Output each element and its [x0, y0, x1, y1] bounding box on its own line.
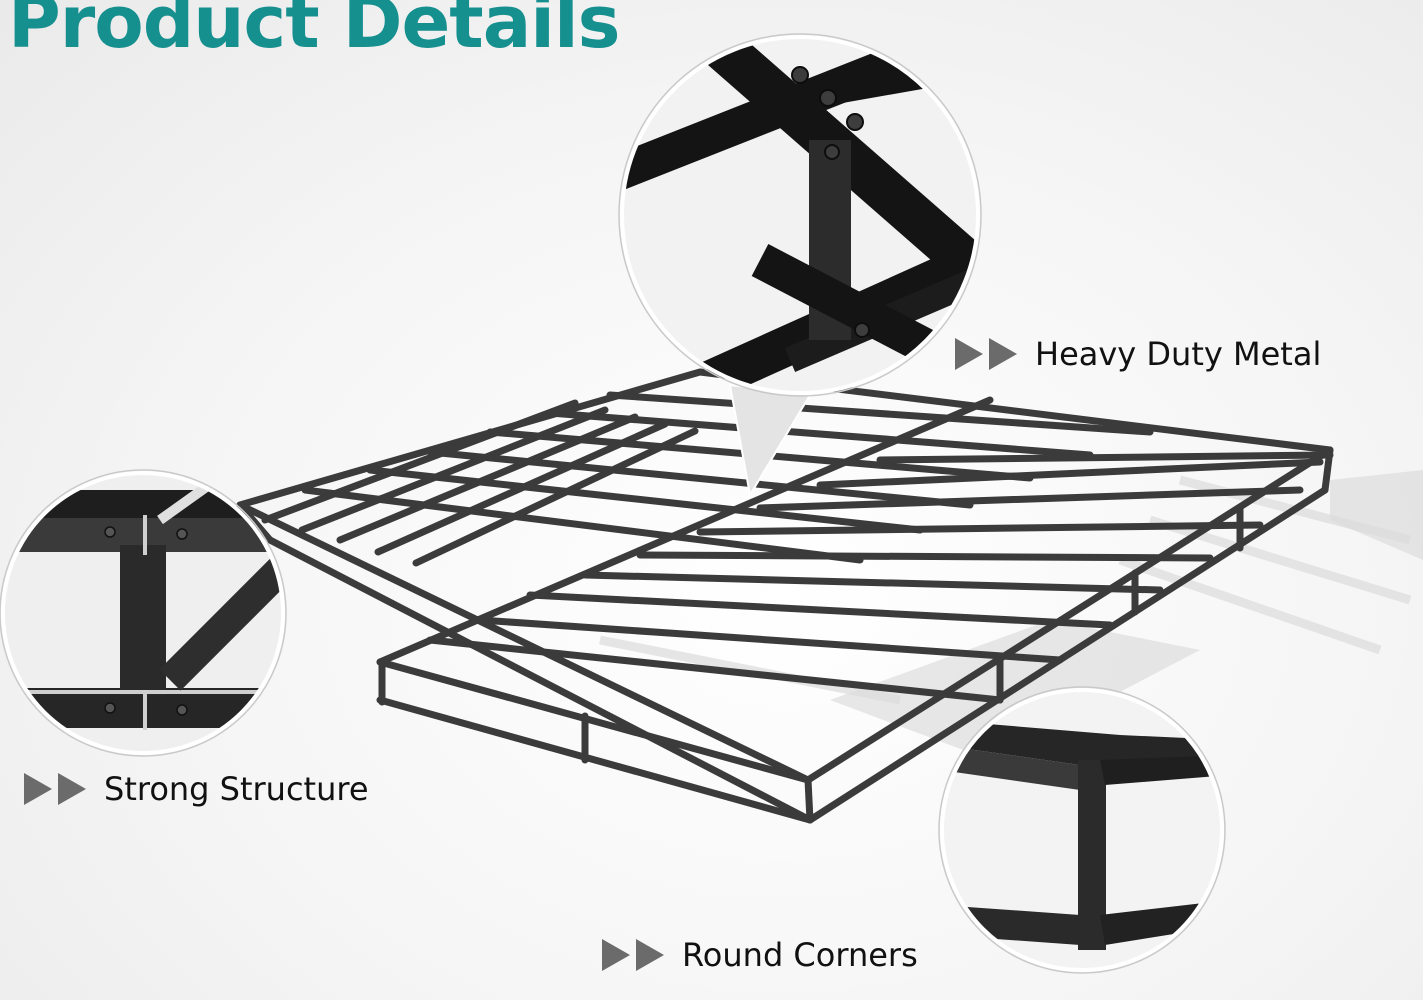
detail-circle-round-corners [938, 686, 1226, 974]
callout-pointer [728, 383, 812, 498]
feature-round-corners: Round Corners [602, 939, 918, 971]
feature-label: Round Corners [682, 936, 918, 974]
bed-frame [236, 368, 1334, 824]
double-arrow-right-icon [602, 939, 670, 971]
page-title: Product Details [8, 0, 621, 64]
feature-strong-structure: Strong Structure [24, 773, 369, 805]
detail-circle-heavy-duty-metal [618, 33, 982, 397]
feature-heavy-duty-metal: Heavy Duty Metal [955, 338, 1321, 370]
detail-circle-strong-structure [0, 469, 287, 757]
feature-label: Heavy Duty Metal [1035, 335, 1322, 373]
double-arrow-right-icon [24, 773, 92, 805]
feature-label: Strong Structure [104, 770, 369, 808]
double-arrow-right-icon [955, 338, 1023, 370]
